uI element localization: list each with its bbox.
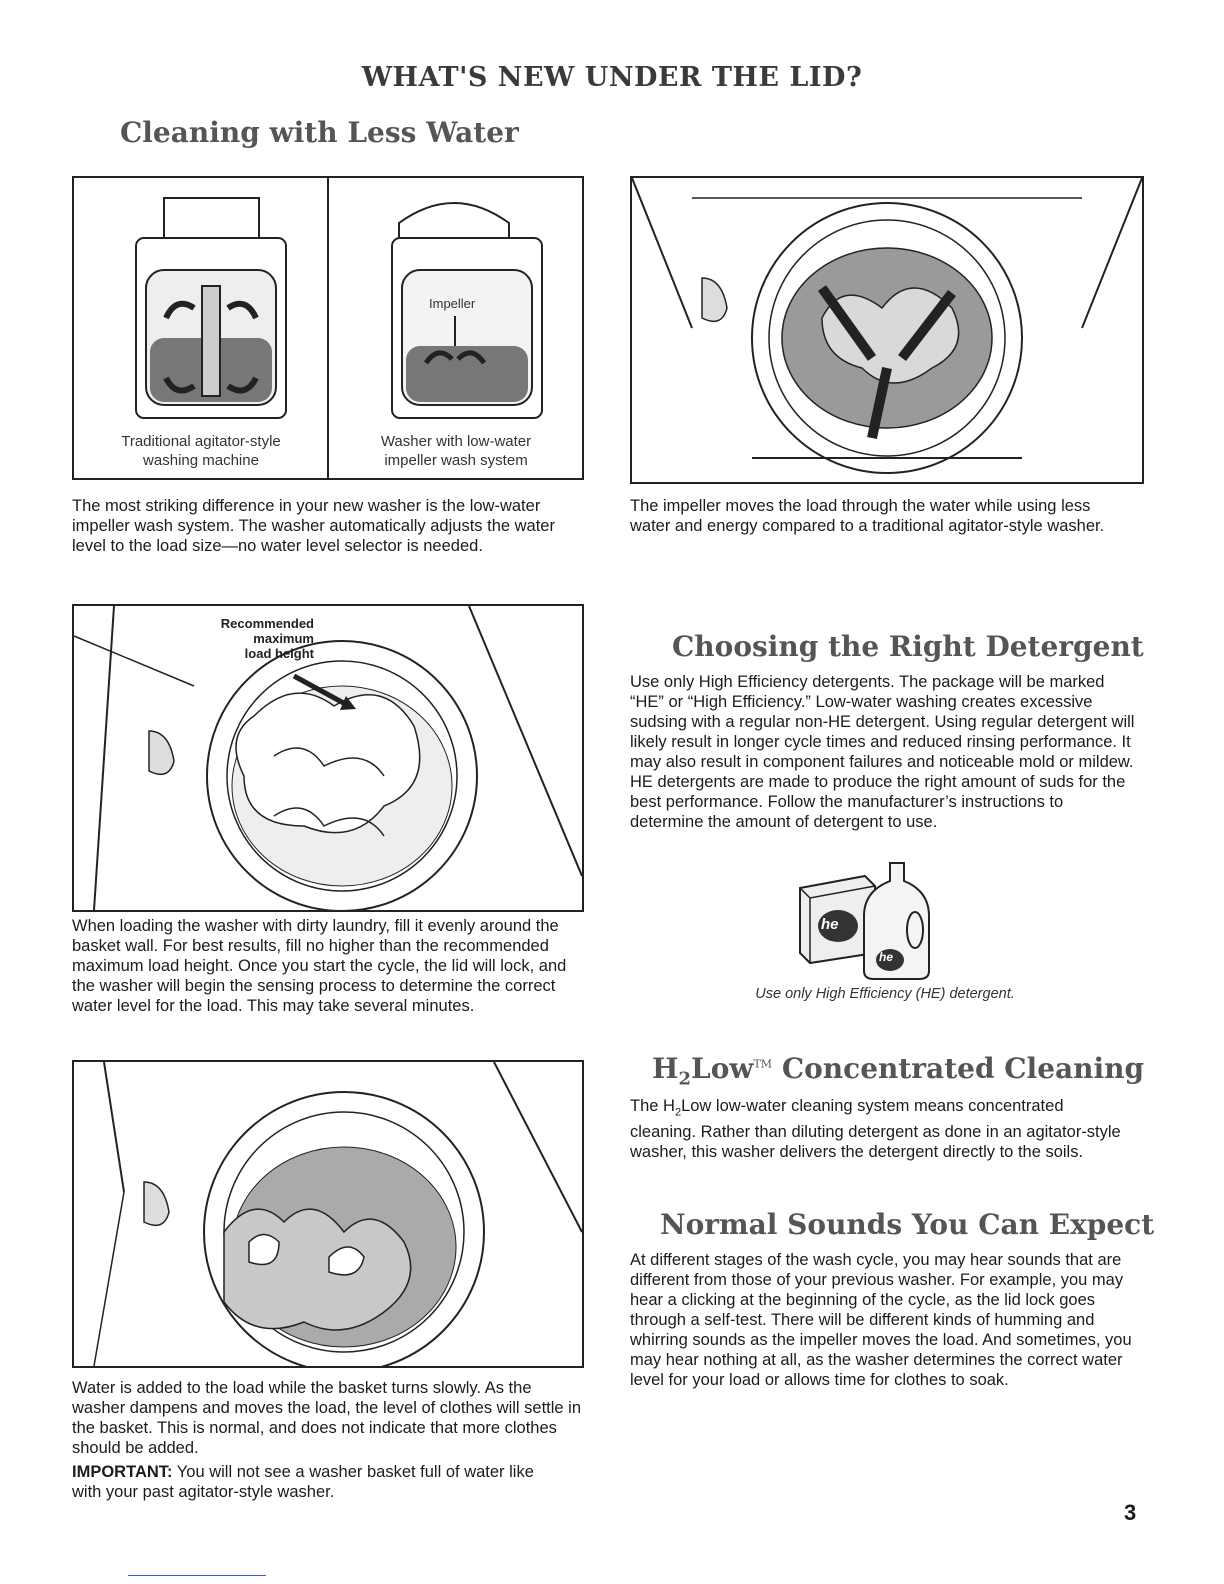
important-label: IMPORTANT: <box>72 1463 173 1481</box>
agitator-washer-illustration <box>135 197 287 419</box>
paragraph-sounds: At different stages of the wash cycle, y… <box>630 1251 1132 1389</box>
heading-detergent: Choosing the Right Detergent <box>672 630 1144 663</box>
footer-line <box>128 1575 266 1576</box>
impeller-label: Impeller <box>429 296 476 311</box>
he-logo-bottle: he <box>879 950 894 964</box>
load-height-label: Recommended maximum load height <box>220 616 314 661</box>
heading-h2low: H2LowTM Concentrated Cleaning <box>652 1052 1145 1090</box>
paragraph-water-added: Water is added to the load while the bas… <box>72 1379 582 1457</box>
figure-caption-impeller: Washer with low-water impeller wash syst… <box>380 433 532 469</box>
he-detergent-illustration: he he <box>790 858 940 983</box>
impeller-washer-illustration <box>391 202 543 419</box>
paragraph-detergent: Use only High Efficiency detergents. The… <box>630 673 1135 831</box>
paragraph-less-water-right: The impeller moves the load through the … <box>630 497 1105 535</box>
heading-less-water: Cleaning with Less Water <box>120 116 519 149</box>
heading-sounds: Normal Sounds You Can Expect <box>660 1208 1155 1241</box>
detergent-caption: Use only High Efficiency (HE) detergent. <box>755 986 1015 1002</box>
paragraph-less-water-left: The most striking difference in your new… <box>72 497 555 555</box>
he-logo-box: he <box>821 916 839 933</box>
figure-caption-traditional: Traditional agitator-style washing machi… <box>121 433 281 469</box>
paragraph-h2low: The H2Low low-water cleaning system mean… <box>630 1097 1121 1162</box>
paragraph-loading: When loading the washer with dirty laund… <box>72 917 567 1015</box>
figure-impeller-motion <box>630 176 1144 484</box>
figure-water-added <box>72 1060 584 1368</box>
page-title: WHAT'S NEW UNDER THE LID? <box>361 62 863 93</box>
important-text: You will not see a washer basket full of… <box>72 1463 534 1501</box>
figure-washer-comparison: Impeller Traditional agitator-style wash… <box>72 176 584 480</box>
page-number: 3 <box>1124 1500 1137 1525</box>
figure-load-height: Recommended maximum load height <box>72 604 584 912</box>
important-note: IMPORTANT: You will not see a washer bas… <box>72 1462 552 1502</box>
